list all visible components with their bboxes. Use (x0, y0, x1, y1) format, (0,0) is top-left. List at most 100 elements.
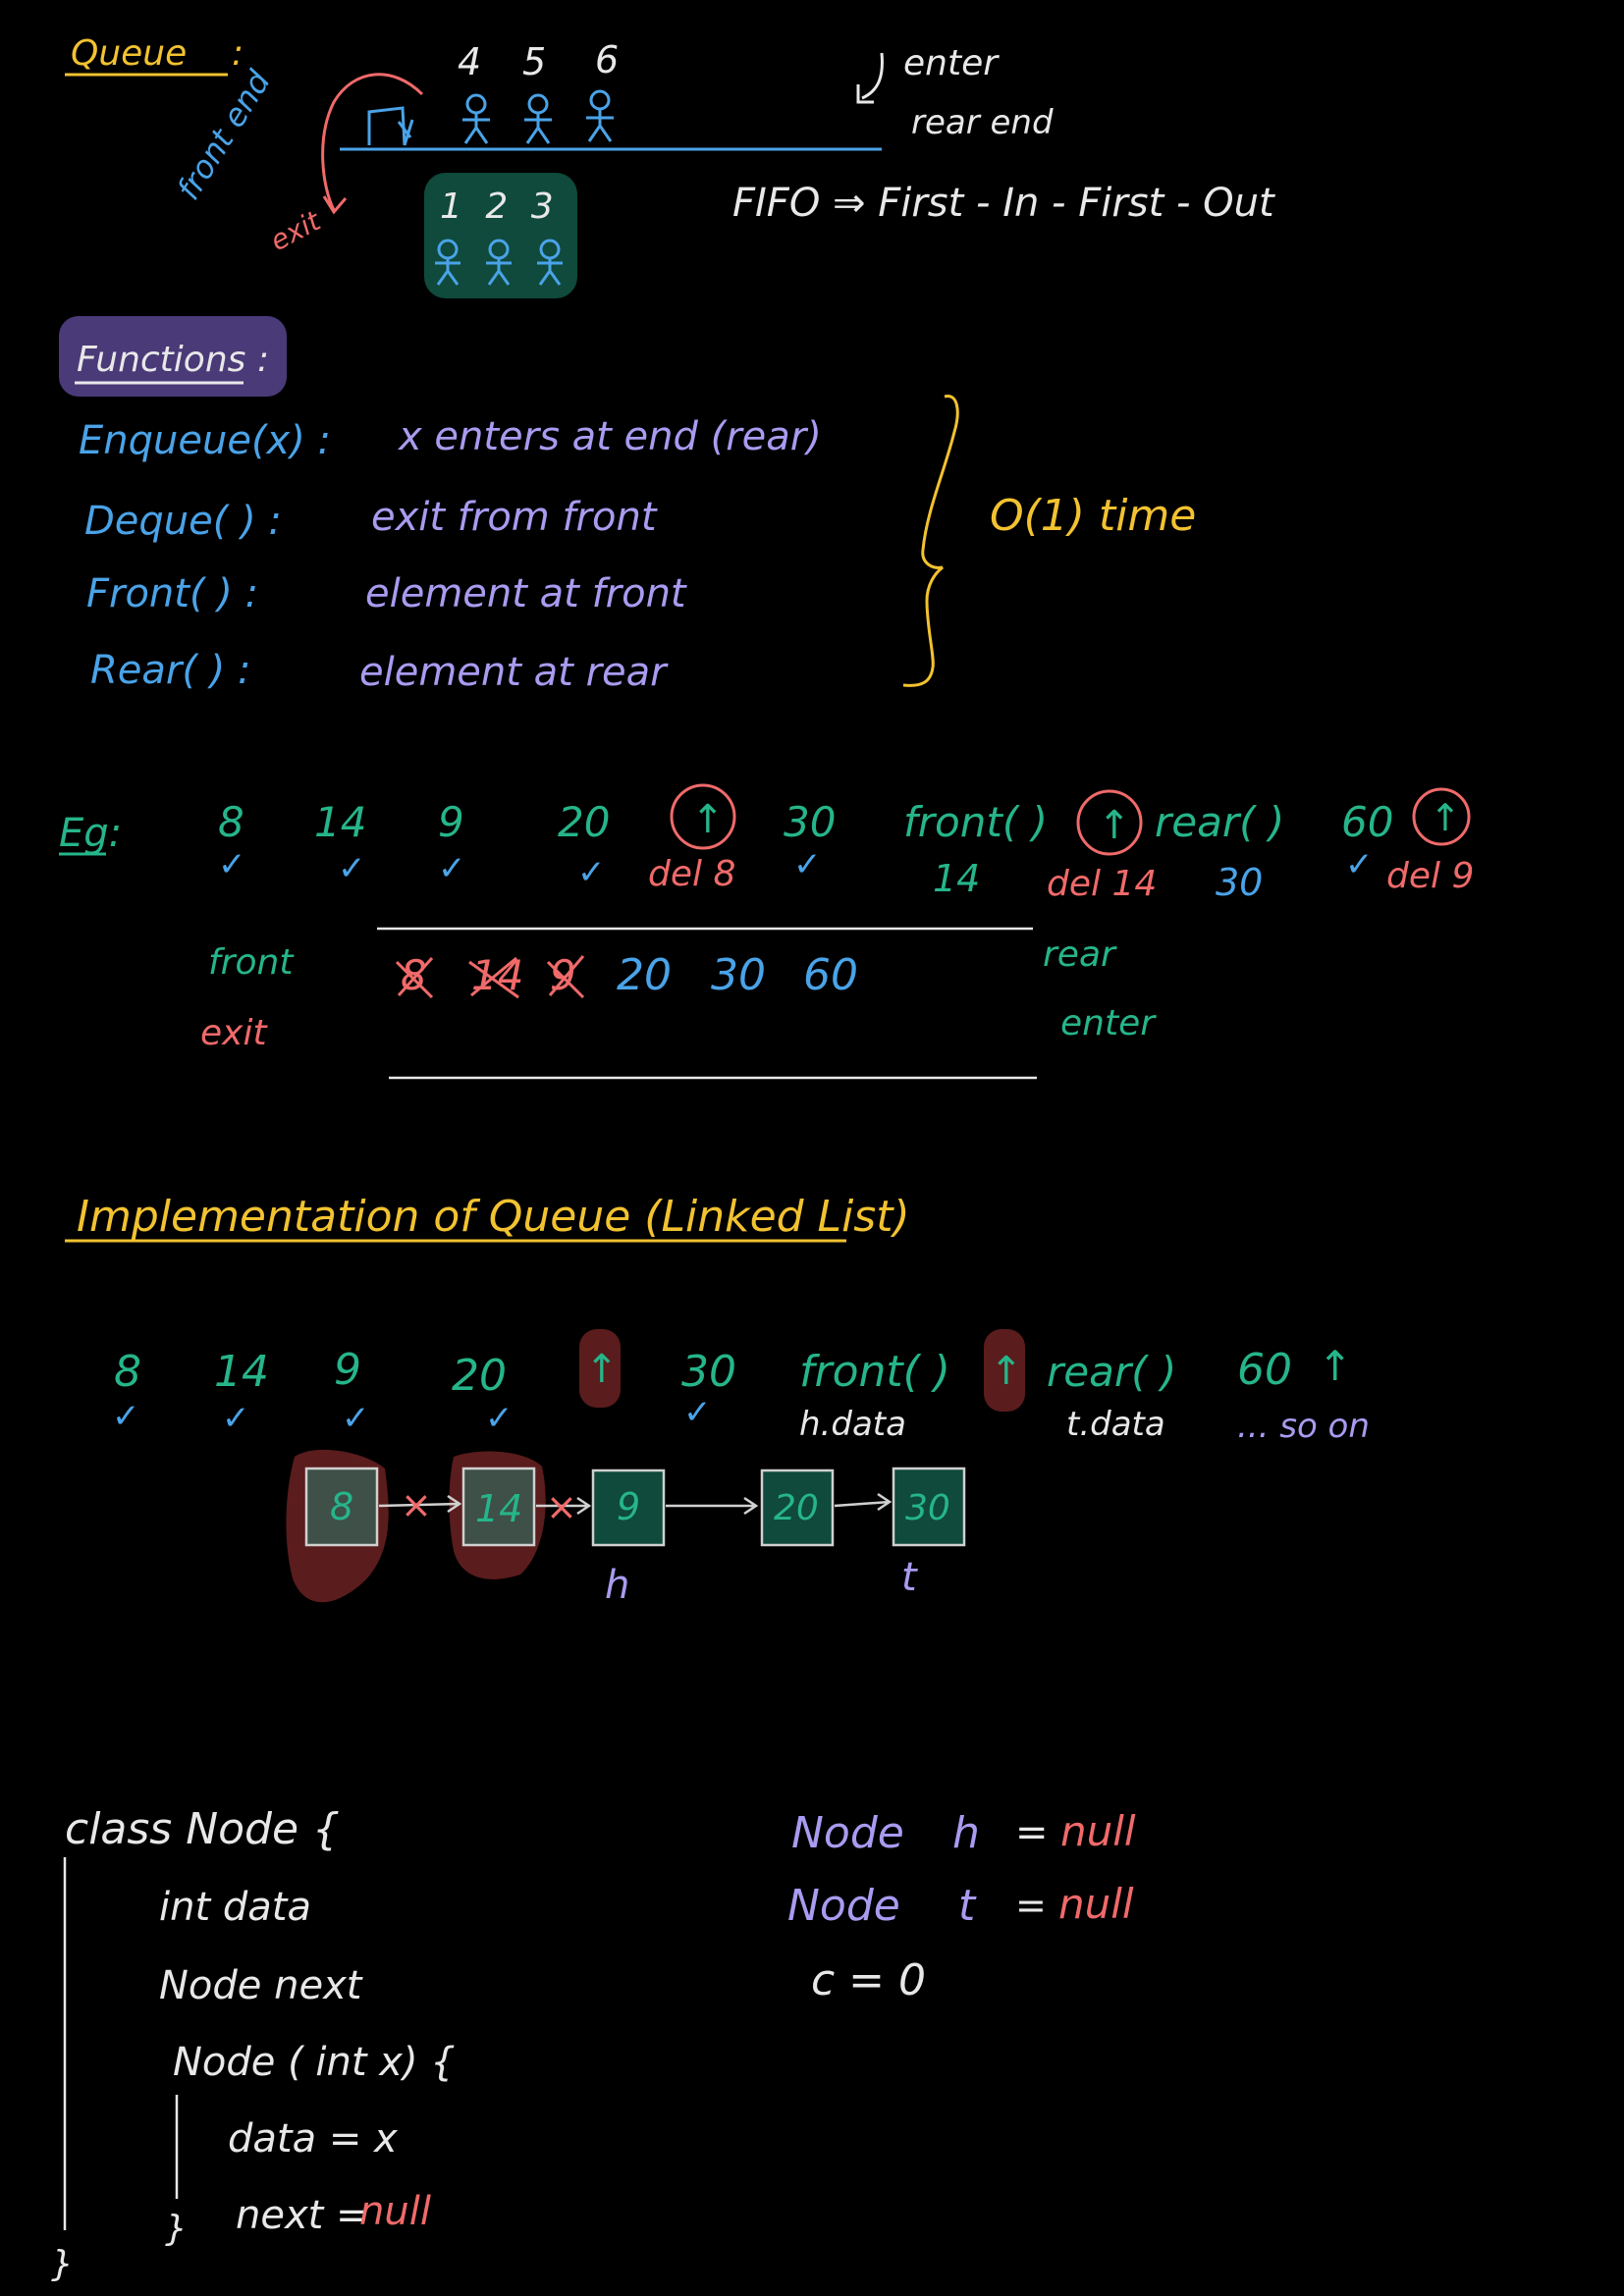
head-pointer-label: h (605, 1563, 629, 1608)
crossed-8: 8 (401, 951, 427, 999)
queue-title-colon: : (232, 33, 244, 74)
impl-op-60: 60 (1237, 1345, 1292, 1395)
function-rear-desc: element at rear (359, 650, 669, 695)
example-op-rear: rear( ) (1155, 798, 1284, 846)
impl-op-9: 9 (334, 1345, 361, 1395)
check-mark: ✓ (1345, 845, 1374, 884)
var-h-type: Node (791, 1808, 904, 1858)
example-enter-label: enter (1060, 1003, 1157, 1043)
example-op-front: front( ) (903, 798, 1048, 846)
waiting-number-6: 6 (595, 38, 619, 81)
complexity-text: O(1) time (990, 491, 1196, 541)
queue-section: Queue : 4 5 6 front end exit 1 2 3 (65, 33, 1275, 298)
example-front-label: front (208, 942, 295, 983)
function-deque-name: Deque( ) : (84, 499, 282, 544)
front-end-label: front end (170, 64, 279, 207)
result-del-8: del 8 (648, 854, 735, 894)
node-8-value: 8 (330, 1485, 353, 1528)
exit-arrow (321, 73, 424, 211)
function-front-desc: element at front (365, 571, 687, 616)
var-t-type: Node (787, 1881, 900, 1931)
var-h-value: null (1060, 1807, 1136, 1855)
example-rear-label: rear (1043, 934, 1117, 975)
impl-op-front: front( ) (799, 1347, 950, 1397)
check-mark: ✓ (222, 1399, 250, 1438)
result-rear-30: 30 (1216, 861, 1263, 904)
example-label: Eg: (59, 811, 122, 856)
impl-deque-highlight-1 (579, 1329, 621, 1408)
var-t-name: t (958, 1881, 977, 1931)
code-line-int-data: int data (159, 1885, 311, 1930)
impl-op-30: 30 (681, 1347, 736, 1397)
waiting-number-5: 5 (522, 40, 546, 83)
rear-end-label: rear end (911, 103, 1054, 142)
code-line-constructor: Node ( int x) { (173, 2040, 456, 2085)
node-14-value: 14 (475, 1487, 522, 1530)
example-deque-arrow-3: ↑ (1430, 796, 1461, 839)
impl-result-h-data: h.data (799, 1405, 906, 1444)
impl-op-14: 14 (214, 1347, 269, 1397)
code-class-close: } (51, 2244, 74, 2284)
node-30-value: 30 (905, 1488, 950, 1528)
implementation-section: Implementation of Queue (Linked List) 8 … (65, 1192, 1370, 1608)
example-section: Eg: 8 14 9 20 ↑ 30 front( ) ↑ rear( ) 60… (59, 783, 1474, 1080)
check-mark: ✓ (683, 1393, 712, 1432)
remaining-30: 30 (711, 950, 766, 1000)
exit-label: exit (265, 204, 327, 257)
functions-heading: Functions (77, 340, 245, 380)
impl-op-rear: rear( ) (1047, 1348, 1176, 1396)
fifo-text: FIFO ⇒ First - In - First - Out (732, 181, 1275, 226)
impl-op-20: 20 (452, 1351, 507, 1401)
function-enqueue-name: Enqueue(x) : (79, 418, 331, 463)
var-t-value: null (1058, 1880, 1134, 1928)
function-enqueue-desc: x enters at end (rear) (397, 414, 822, 459)
exited-people-box (424, 173, 577, 298)
node-9-value: 9 (617, 1485, 640, 1528)
impl-deque-arrow-2: ↑ (990, 1349, 1023, 1394)
code-constructor-close: } (165, 2209, 188, 2249)
example-op-60: 60 (1341, 798, 1393, 846)
node-14 (461, 1467, 536, 1547)
node-30 (892, 1467, 966, 1547)
example-deque-arrow-2: ↑ (1098, 803, 1131, 848)
result-del-9: del 9 (1386, 856, 1474, 896)
impl-op-8: 8 (114, 1347, 141, 1397)
code-section: class Node { int data Node next Node ( i… (51, 1804, 1136, 2284)
function-rear-name: Rear( ) : (90, 648, 250, 693)
functions-section: Functions : Enqueue(x) : x enters at end… (59, 316, 1196, 695)
code-line-data-assign: data = x (228, 2116, 398, 2162)
result-front-14: 14 (933, 857, 980, 900)
function-front-name: Front( ) : (86, 571, 258, 616)
functions-heading-box (59, 316, 287, 397)
impl-result-so-on: ... so on (1237, 1407, 1370, 1446)
example-op-14: 14 (314, 798, 366, 846)
var-counter: c = 0 (811, 1955, 926, 2005)
exited-numbers: 1 2 3 (440, 187, 560, 227)
impl-deque-highlight-2 (984, 1329, 1025, 1412)
complexity-brace (902, 395, 959, 687)
example-deque-circle-1 (670, 783, 736, 850)
function-deque-desc: exit from front (371, 495, 658, 540)
impl-checks: ✓ ✓ ✓ ✓ ✓ (112, 1393, 712, 1438)
check-mark: ✓ (342, 1399, 370, 1438)
queue-title: Queue (71, 33, 187, 74)
cut-link-1: × (401, 1483, 432, 1526)
example-deque-circle-2 (1076, 789, 1143, 856)
example-exit-label: exit (200, 1013, 268, 1053)
waiting-people-icon (462, 89, 614, 144)
node-20 (760, 1468, 835, 1547)
node-20-value: 20 (774, 1488, 819, 1528)
enter-arrow (861, 52, 884, 100)
functions-heading-colon: : (257, 340, 269, 380)
code-line-class: class Node { (65, 1804, 340, 1854)
check-mark: ✓ (112, 1397, 140, 1436)
node-9 (591, 1468, 666, 1547)
example-op-8: 8 (218, 798, 244, 846)
cut-link-2: × (546, 1485, 577, 1528)
remaining-60: 60 (803, 950, 858, 1000)
node-links (378, 1492, 893, 1516)
waiting-number-4: 4 (458, 40, 481, 83)
var-h-eq: = (1015, 1810, 1049, 1855)
gate-icon (367, 106, 406, 146)
